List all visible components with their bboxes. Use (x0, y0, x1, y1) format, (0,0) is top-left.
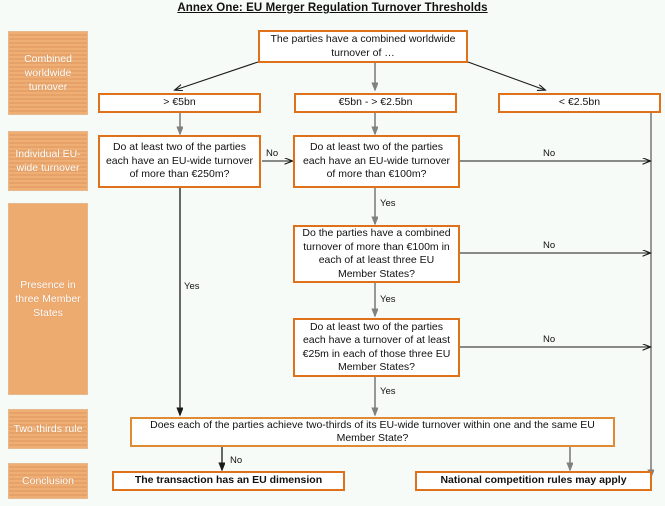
edge-label-yes-each-25m: Yes (380, 386, 396, 397)
start-box-label: The parties have a combined worldwide tu… (270, 33, 456, 59)
phase-two-thirds-rule: Two-thirds rule (8, 409, 88, 449)
threshold-box-above-5bn[interactable]: > €5bn (98, 93, 261, 113)
phase-conclusion: Conclusion (8, 463, 88, 499)
threshold-label: < €2.5bn (558, 96, 601, 109)
decision-label: Does each of the parties achieve two-thi… (150, 418, 595, 445)
conclusion-label: National competition rules may apply (440, 474, 627, 487)
decision-label: Do at least two of the parties each have… (105, 141, 254, 181)
threshold-box-below-2-5bn[interactable]: < €2.5bn (498, 93, 661, 113)
threshold-label: > €5bn (163, 96, 196, 109)
phase-label: Conclusion (22, 475, 74, 487)
phase-individual-eu-wide-turnover: Individual EU-wide turnover (8, 131, 88, 191)
conclusion-box-national-rules[interactable]: National competition rules may apply (415, 471, 652, 491)
edge-label-no-100m: No (543, 148, 556, 159)
decision-label: Do the parties have a combined turnover … (302, 227, 451, 280)
phase-label: Presence in three Member States (15, 279, 81, 319)
edge-label-yes-combined-100m: Yes (380, 294, 396, 305)
edge-label-yes-250m: Yes (184, 281, 200, 292)
decision-box-eu-wide-turnover-100m[interactable]: Do at least two of the parties each have… (293, 135, 460, 188)
threshold-box-5bn-to-2-5bn[interactable]: €5bn - > €2.5bn (294, 93, 457, 113)
conclusion-label: The transaction has an EU dimension (134, 474, 323, 487)
edge-label-no-combined-100m: No (543, 240, 556, 251)
decision-box-eu-wide-turnover-250m[interactable]: Do at least two of the parties each have… (98, 135, 261, 188)
phase-label: Two-thirds rule (13, 423, 83, 435)
edge-label-no-two-thirds: No (230, 455, 243, 466)
decision-box-combined-100m-three-member-states[interactable]: Do the parties have a combined turnover … (293, 225, 460, 283)
decision-box-each-25m-three-member-states[interactable]: Do at least two of the parties each have… (293, 318, 460, 377)
phase-presence-three-member-states: Presence in three Member States (8, 203, 88, 395)
page-title: Annex One: EU Merger Regulation Turnover… (177, 2, 488, 14)
edge-label-yes-100m: Yes (380, 198, 396, 209)
phase-combined-worldwide-turnover: Combined worldwide turnover (8, 31, 88, 115)
conclusion-box-eu-dimension[interactable]: The transaction has an EU dimension (112, 471, 345, 491)
edge-label-no-250m-to-100m: No (266, 148, 279, 159)
threshold-label: €5bn - > €2.5bn (338, 96, 413, 109)
start-box-combined-worldwide-turnover[interactable]: The parties have a combined worldwide tu… (258, 30, 468, 63)
decision-label: Do at least two of the parties each have… (302, 320, 451, 374)
phase-label: Combined worldwide turnover (24, 53, 72, 93)
phase-label: Individual EU-wide turnover (15, 148, 81, 174)
decision-box-two-thirds-rule[interactable]: Does each of the parties achieve two-thi… (130, 417, 615, 447)
decision-label: Do at least two of the parties each have… (302, 141, 451, 181)
edge-label-no-each-25m: No (543, 334, 556, 345)
